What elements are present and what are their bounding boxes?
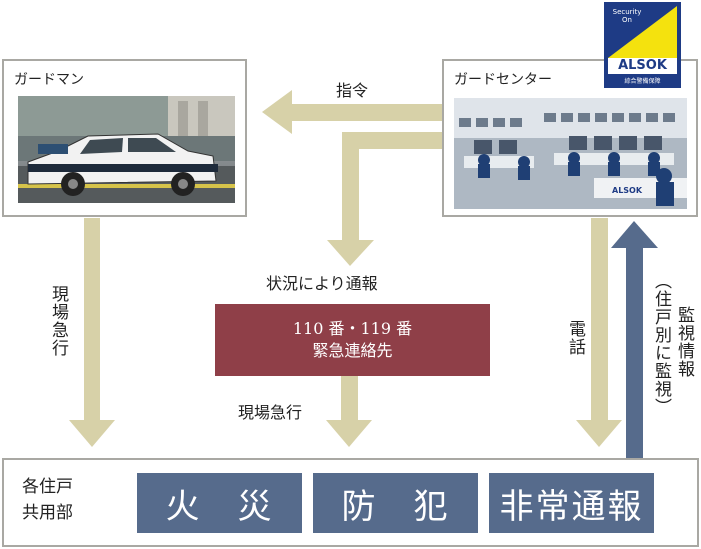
monitoring-per-unit-label: （住戸別に監視）	[651, 272, 671, 416]
emergency-contacts: 緊急連絡先	[312, 341, 393, 360]
guard-center-photo: ALSOK	[454, 98, 687, 209]
logo-brand: ALSOK	[608, 58, 677, 74]
emergency-numbers: 110 番・119 番	[292, 319, 413, 338]
phone-arrow	[576, 218, 622, 447]
monitoring-info-label: 監視情報	[674, 306, 694, 378]
report-arrow	[327, 132, 442, 266]
monitoring-arrow	[611, 221, 658, 458]
guardman-rush-label: 現場急行	[48, 285, 68, 357]
guardman-title: ガードマン	[14, 72, 84, 88]
command-arrow	[262, 90, 442, 134]
svg-text:ALSOK: ALSOK	[612, 186, 643, 195]
logo-sub: 綜合警備保障	[624, 78, 661, 85]
area-each-unit: 各住戸	[22, 477, 73, 497]
control-room-icon: ALSOK	[454, 98, 687, 209]
residence-box: 各住戸 共用部 火 災 防 犯 非常通報	[2, 458, 699, 547]
guardman-box: ガードマン	[2, 59, 247, 217]
logo-on-text: On	[622, 16, 632, 24]
phone-label: 電話	[565, 320, 585, 356]
report-by-situation-label: 状況により通報	[266, 274, 378, 293]
patrol-car-icon	[18, 96, 235, 203]
category-fire: 火 災	[137, 473, 302, 533]
emergency-rush-label: 現場急行	[238, 403, 303, 422]
guard-center-box: ガードセンター	[442, 59, 698, 217]
area-common: 共用部	[22, 503, 73, 523]
guard-center-title: ガードセンター	[454, 72, 552, 88]
category-emergency-call: 非常通報	[489, 473, 654, 533]
guardman-photo	[18, 96, 235, 203]
category-security: 防 犯	[313, 473, 478, 533]
emergency-contact-box: 110 番・119 番 緊急連絡先	[215, 304, 490, 376]
command-label: 指令	[336, 81, 369, 100]
guardman-rush-arrow	[69, 218, 115, 447]
alsok-logo: Security On ALSOK 綜合警備保障	[604, 2, 681, 88]
emergency-rush-arrow	[326, 376, 372, 447]
logo-security-text: Security	[612, 8, 642, 16]
